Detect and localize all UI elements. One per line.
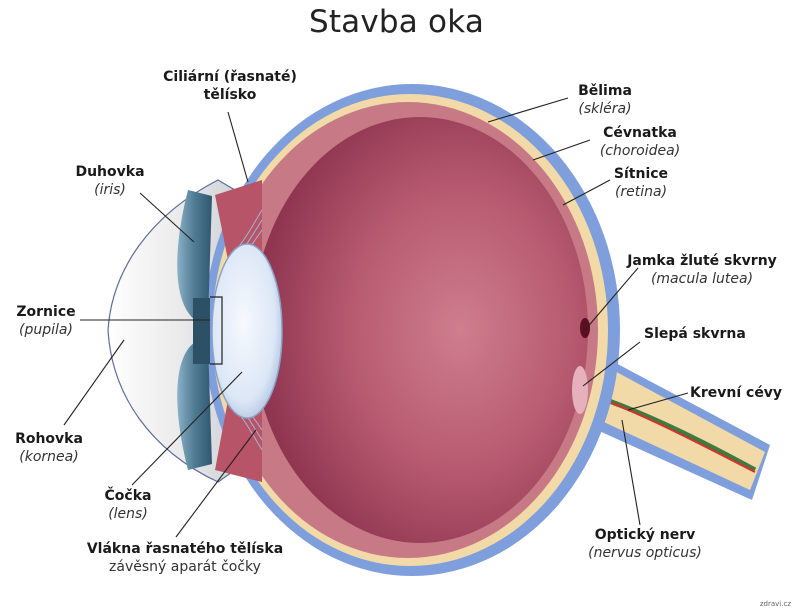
label-retina: Sítnice (retina) (598, 165, 684, 201)
label-lens-sub: (lens) (88, 505, 168, 523)
label-zonule-sub: závěsný aparát čočky (60, 558, 310, 576)
label-macula: Jamka žluté skvrny (macula lutea) (622, 252, 782, 288)
label-iris-name: Duhovka (60, 163, 160, 181)
label-ciliary-name: Ciliární (řasnaté) (145, 68, 315, 86)
label-cornea-name: Rohovka (4, 430, 94, 448)
label-ciliary-body: Ciliární (řasnaté) tělísko (145, 68, 315, 104)
label-cornea-sub: (kornea) (4, 448, 94, 466)
label-pupil-name: Zornice (4, 303, 88, 321)
label-sclera: Bělima (skléra) (560, 82, 650, 118)
label-optic-sub: (nervus opticus) (580, 544, 710, 562)
label-lens: Čočka (lens) (88, 487, 168, 523)
label-optic-nerve: Optický nerv (nervus opticus) (580, 526, 710, 562)
blind-spot (572, 366, 588, 414)
vitreous-body (252, 117, 588, 543)
label-sclera-name: Bělima (560, 82, 650, 100)
label-choroid-sub: (choroidea) (585, 142, 695, 160)
label-iris-sub: (iris) (60, 181, 160, 199)
label-ciliary-name2: tělísko (145, 86, 315, 104)
label-pupil-sub: (pupila) (4, 321, 88, 339)
label-vessels-name: Krevní cévy (690, 384, 782, 402)
label-optic-name: Optický nerv (580, 526, 710, 544)
label-retina-sub: (retina) (598, 183, 684, 201)
watermark: zdravi.cz (760, 600, 791, 608)
label-iris: Duhovka (iris) (60, 163, 160, 199)
label-zonule-name: Vlákna řasnatého tělíska (60, 540, 310, 558)
label-lens-name: Čočka (88, 487, 168, 505)
label-choroid-name: Cévnatka (585, 124, 695, 142)
label-blind-spot: Slepá skvrna (644, 325, 746, 343)
label-cornea: Rohovka (kornea) (4, 430, 94, 466)
label-zonule: Vlákna řasnatého tělíska závěsný aparát … (60, 540, 310, 576)
label-vessels: Krevní cévy (690, 384, 782, 402)
macula-spot (580, 318, 590, 338)
label-choroid: Cévnatka (choroidea) (585, 124, 695, 160)
label-retina-name: Sítnice (598, 165, 684, 183)
label-blindspot-name: Slepá skvrna (644, 325, 746, 343)
label-pupil: Zornice (pupila) (4, 303, 88, 339)
label-macula-name: Jamka žluté skvrny (622, 252, 782, 270)
label-macula-sub: (macula lutea) (622, 270, 782, 288)
label-sclera-sub: (skléra) (560, 100, 650, 118)
